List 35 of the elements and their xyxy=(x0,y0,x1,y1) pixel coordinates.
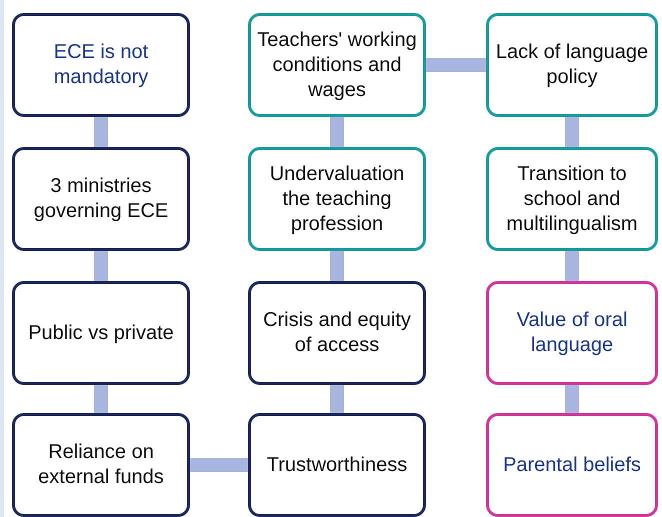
box-text: Transition to school and multilingualism xyxy=(505,162,639,236)
rounded-box xyxy=(486,147,658,251)
connector-bar xyxy=(94,251,108,281)
connector-bar xyxy=(190,458,248,472)
rounded-box xyxy=(12,413,190,517)
rounded-box xyxy=(248,413,426,517)
connector-bar xyxy=(330,385,344,413)
box-text: Parental beliefs xyxy=(503,452,641,478)
connector-bar xyxy=(426,58,486,72)
box-text: Teachers' working conditions and wages xyxy=(256,28,418,102)
connector-bar xyxy=(565,251,579,281)
connector-bar xyxy=(94,117,108,147)
connector-bar xyxy=(565,385,579,413)
rounded-box xyxy=(248,281,426,385)
rounded-box xyxy=(486,13,658,117)
connector-bar xyxy=(330,251,344,281)
rounded-box xyxy=(248,13,426,117)
rounded-box xyxy=(486,281,658,385)
rounded-box xyxy=(248,147,426,251)
box-text: Crisis and equity of access xyxy=(262,308,412,358)
box-text: Trustworthiness xyxy=(266,452,408,478)
box-text: Public vs private xyxy=(28,320,174,346)
box-text: Reliance on external funds xyxy=(37,440,165,490)
rounded-box xyxy=(12,147,190,251)
rounded-box xyxy=(12,13,190,117)
connector-bar xyxy=(330,117,344,147)
rounded-box xyxy=(486,413,658,517)
box-text: ECE is not mandatory xyxy=(52,40,150,90)
box-text: Undervaluation the teaching profession xyxy=(268,162,406,236)
connector-bar xyxy=(565,117,579,147)
connector-bar xyxy=(94,385,108,413)
box-text: Value of oral language xyxy=(516,308,628,358)
rounded-box xyxy=(12,281,190,385)
box-text: 3 ministries governing ECE xyxy=(32,174,170,224)
box-text: Lack of language policy xyxy=(494,40,650,90)
